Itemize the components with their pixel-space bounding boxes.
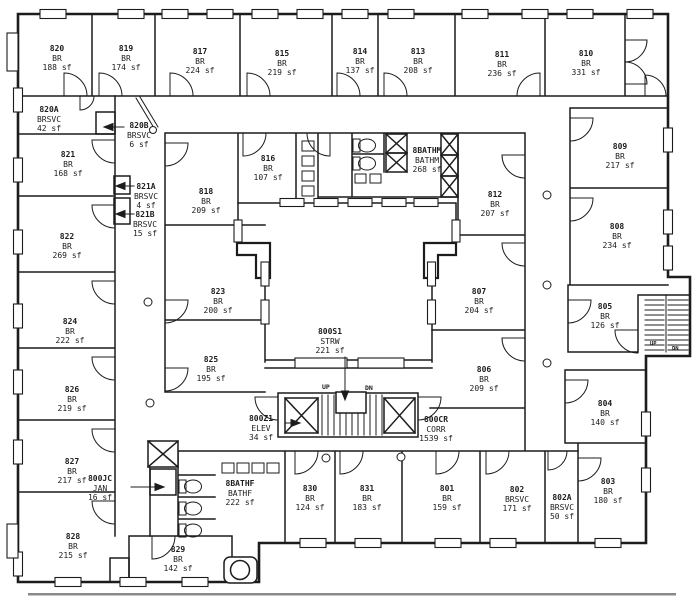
corner-column: [229, 559, 251, 581]
courtyard-walls: [237, 202, 457, 369]
leader-arrows: [102, 122, 350, 492]
door-swings: [63, 39, 667, 560]
elevator-right: [383, 397, 416, 434]
stair-up-label-right: UP: [650, 341, 657, 347]
stair-treads-right: [644, 295, 689, 353]
column-markers: [143, 190, 552, 463]
stair-dn-label-center: DN: [365, 384, 373, 392]
stair-treads-center: [321, 394, 383, 436]
courtyard-window-long-left: [294, 357, 348, 369]
window-boxes: [6, 8, 674, 588]
elevator-left-x: [283, 396, 320, 435]
elevator-left: [284, 397, 319, 434]
courtyard-window-long-right: [357, 357, 405, 369]
stair-landing: [335, 391, 367, 414]
left-room-walls: [17, 95, 233, 583]
shaft-boxes: [146, 132, 460, 469]
stair-up-label-center: UP: [322, 383, 330, 391]
elevator-right-x: [382, 396, 417, 435]
stair-dn-label-right: DN: [672, 346, 679, 352]
top-room-walls: [17, 13, 669, 97]
plumbing-fixtures: [178, 138, 382, 538]
right-room-walls: [564, 107, 691, 544]
scan-edge-line: [28, 593, 676, 596]
inner-block-walls: [164, 132, 526, 451]
perimeter-wall: [16, 12, 692, 584]
